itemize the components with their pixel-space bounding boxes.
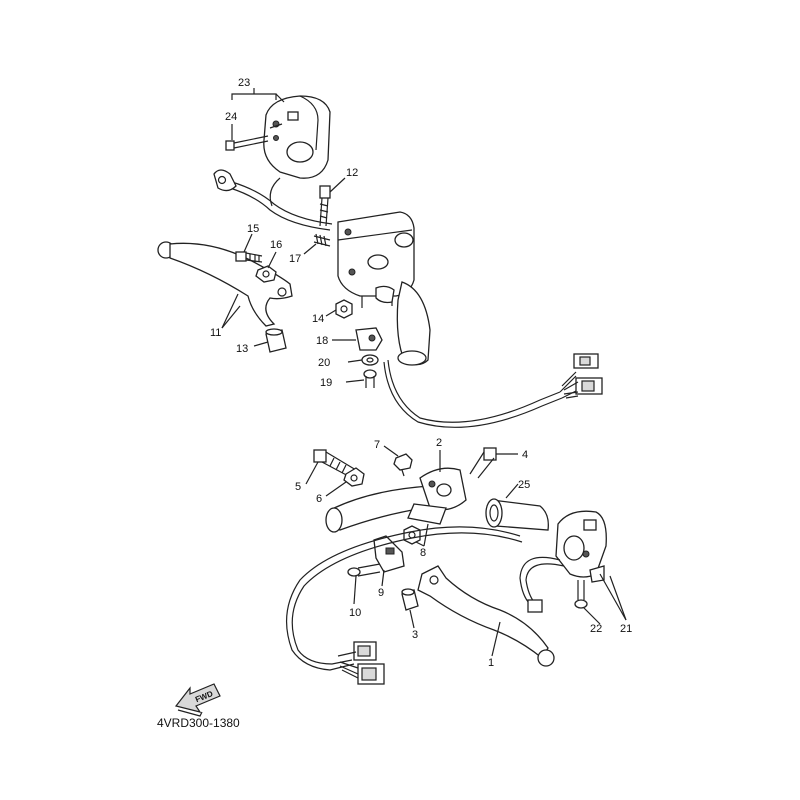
callout-17: 17 [289,253,301,265]
screw-19 [363,369,377,388]
callout-7: 7 [374,439,380,451]
callout-15: 15 [247,223,259,235]
bolt-4 [469,447,497,479]
clutch-lever-lower [417,565,555,667]
callout-6: 6 [316,493,322,505]
switch-wire-lower [519,556,565,613]
callout-13: 13 [236,343,248,355]
handlebar-switch-upper [263,95,331,179]
callout-20: 20 [318,357,330,369]
callout-labels: 23 24 12 15 16 17 11 13 14 18 20 19 7 2 … [210,77,632,669]
callout-23: 23 [238,77,250,89]
screw-22 [574,580,588,609]
brake-lever-upper [157,241,293,327]
throttle-grip [396,281,431,366]
wire-harness-upper [383,359,579,428]
upper-assembly [157,95,603,428]
handlebar-switch-lower [555,510,607,583]
nut-8 [403,525,421,545]
connector-upper [561,353,603,399]
washer-20 [361,354,379,366]
callout-25: 25 [518,479,530,491]
diagram-code: 4VRD300-1380 [157,716,240,730]
callout-22: 22 [590,623,602,635]
callout-8: 8 [420,547,426,559]
callout-12: 12 [346,167,358,179]
bolt-17 [313,233,331,247]
callout-18: 18 [316,335,328,347]
callout-24: 24 [225,111,237,123]
screw-7 [393,453,413,477]
clutch-switch-9 [373,535,405,573]
bolt-12 [319,185,331,227]
nut-14 [335,299,353,319]
callout-9: 9 [378,587,384,599]
lever-holder-2 [407,467,467,525]
grip-25 [485,498,549,531]
bolt-15 [235,251,263,263]
lower-assembly [286,447,607,685]
callout-1: 1 [488,657,494,669]
screw-24 [225,135,269,151]
collar-13 [265,328,287,353]
callout-21: 21 [620,623,632,635]
callout-10: 10 [349,607,361,619]
callout-4: 4 [522,449,528,461]
callout-2: 2 [436,437,442,449]
leader-lines [221,88,627,657]
bolt-5 [313,449,357,479]
collar-3 [401,588,419,611]
callout-11: 11 [210,327,221,339]
callout-3: 3 [412,629,418,641]
connector-lower [337,641,385,685]
fwd-arrow-icon: FWD [174,683,221,717]
nut-6 [343,467,365,487]
nut-16 [255,265,277,283]
brake-switch-18 [355,327,383,351]
callout-5: 5 [295,481,301,493]
wire-harness-lower [286,526,523,671]
callout-19: 19 [320,377,332,389]
switch-wire-upper [213,169,333,231]
screw-10 [347,563,381,577]
callout-14: 14 [312,313,324,325]
callout-16: 16 [270,239,282,251]
